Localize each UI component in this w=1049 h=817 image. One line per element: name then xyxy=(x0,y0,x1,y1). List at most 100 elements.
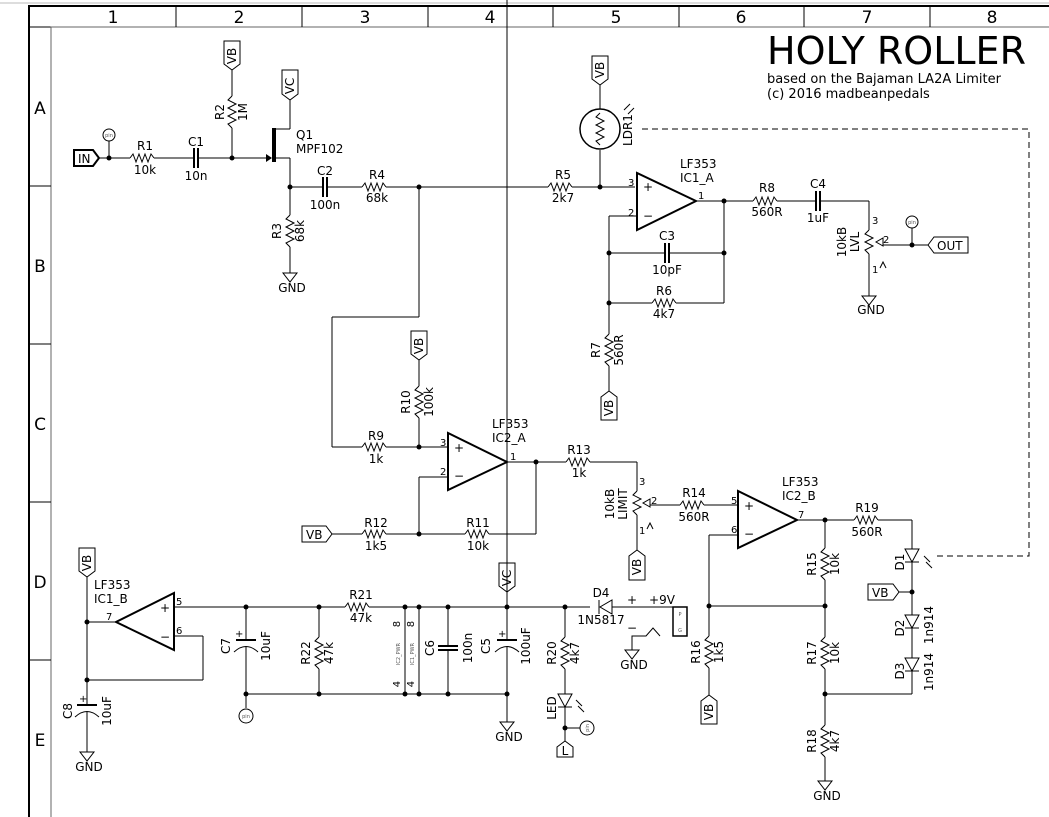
svg-text:LED: LED xyxy=(545,696,559,720)
svg-text:R1: R1 xyxy=(137,139,153,153)
svg-text:VB: VB xyxy=(602,400,616,416)
opamp-ic1a: + − 3 2 1 LF353 IC1_A xyxy=(628,157,717,232)
ground-symbol: GND xyxy=(495,721,523,744)
power-connector[interactable]: P G xyxy=(672,606,688,637)
svg-text:R16: R16 xyxy=(689,640,703,664)
svg-text:VC: VC xyxy=(283,78,297,95)
pin-pad: pin xyxy=(102,128,116,142)
ic2-power-pins: 8 4 IC2_PWR xyxy=(392,604,408,697)
svg-text:VC: VC xyxy=(500,570,514,587)
vb-rail-tag: VB xyxy=(301,525,333,543)
potentiometer-lvl[interactable]: 3 2 1 10kB LVL xyxy=(835,216,889,276)
svg-text:2: 2 xyxy=(440,467,446,478)
svg-text:560R: 560R xyxy=(851,525,882,539)
column-label: 4 xyxy=(485,8,496,28)
opamp-ic2a: + − 3 2 1 LF353 IC2_A xyxy=(440,417,529,492)
svg-text:R13: R13 xyxy=(567,443,591,457)
svg-text:D3: D3 xyxy=(893,663,907,680)
svg-text:4k7: 4k7 xyxy=(828,730,842,752)
subtitle-copyright: (c) 2016 madbeanpedals xyxy=(767,87,930,102)
svg-text:C6: C6 xyxy=(423,640,437,656)
diode-d3: D3 1n914 xyxy=(893,653,936,691)
potentiometer-limit[interactable]: 3 2 1 10kB LIMIT xyxy=(603,477,657,537)
svg-text:VB: VB xyxy=(80,555,94,571)
svg-text:5: 5 xyxy=(176,597,182,608)
svg-text:IC1_A: IC1_A xyxy=(680,171,715,185)
svg-text:1: 1 xyxy=(510,452,516,463)
svg-text:LVL: LVL xyxy=(848,232,862,253)
svg-text:1n914: 1n914 xyxy=(922,606,936,644)
svg-text:LF353: LF353 xyxy=(680,157,717,171)
svg-text:+: + xyxy=(454,441,464,455)
svg-text:−: − xyxy=(643,209,653,223)
row-label: B xyxy=(34,257,46,277)
svg-text:VB: VB xyxy=(593,62,607,78)
svg-text:47k: 47k xyxy=(350,611,372,625)
svg-text:R17: R17 xyxy=(805,641,819,665)
opamp-ic1b: + − 5 6 7 LF353 IC1_B xyxy=(94,578,182,652)
svg-text:R8: R8 xyxy=(759,181,775,195)
resistor-r22: R22 47k xyxy=(299,636,336,670)
svg-text:4: 4 xyxy=(392,681,403,687)
svg-text:R7: R7 xyxy=(589,342,603,358)
svg-text:pin: pin xyxy=(585,724,591,732)
vb-rail-tag: VB xyxy=(628,549,646,581)
capacitor-c7: + C7 10uF xyxy=(219,629,273,661)
svg-text:1: 1 xyxy=(639,526,645,537)
vb-rail-tag: VB xyxy=(410,330,428,361)
resistor-r14: R14 560R xyxy=(678,486,709,524)
svg-text:10kB: 10kB xyxy=(835,227,849,257)
svg-text:D4: D4 xyxy=(593,586,610,600)
column-label: 3 xyxy=(360,8,371,28)
vc-rail-tag: VC xyxy=(281,69,299,101)
resistor-r1: R1 10k xyxy=(129,139,156,177)
svg-text:10n: 10n xyxy=(185,169,208,183)
inner-frame xyxy=(50,26,1049,817)
svg-text:R5: R5 xyxy=(555,168,571,182)
resistor-r8: R8 560R xyxy=(751,181,782,219)
svg-text:R12: R12 xyxy=(364,516,388,530)
resistor-r7: R7 560R xyxy=(589,333,626,367)
svg-text:D1: D1 xyxy=(893,554,907,571)
vb-rail-tag: VB xyxy=(78,547,96,578)
svg-text:10uF: 10uF xyxy=(100,696,114,726)
svg-text:1k5: 1k5 xyxy=(365,539,387,553)
svg-text:G: G xyxy=(678,628,682,634)
svg-text:OUT: OUT xyxy=(937,239,963,253)
svg-text:IC2_PWR: IC2_PWR xyxy=(396,642,402,665)
svg-text:4k7: 4k7 xyxy=(568,642,582,664)
pin-pad: pin xyxy=(905,215,919,229)
svg-text:IC1_PWR: IC1_PWR xyxy=(410,642,416,665)
led-d1: D1 xyxy=(893,548,933,571)
column-label: 7 xyxy=(862,8,873,28)
svg-text:100k: 100k xyxy=(422,387,436,417)
svg-text:LF353: LF353 xyxy=(782,475,819,489)
svg-text:10pF: 10pF xyxy=(652,263,682,277)
opamp-ic2b: + − 5 6 7 LF353 IC2_B xyxy=(731,475,819,550)
svg-text:IC1_B: IC1_B xyxy=(94,592,128,606)
svg-text:+: + xyxy=(643,180,653,194)
svg-text:R19: R19 xyxy=(855,501,879,515)
svg-text:560R: 560R xyxy=(751,205,782,219)
resistor-r10: R10 100k xyxy=(399,385,436,419)
vb-rail-tag: VB xyxy=(700,694,718,725)
column-label: 1 xyxy=(108,8,119,28)
svg-text:VB: VB xyxy=(702,704,716,720)
svg-text:68k: 68k xyxy=(366,191,388,205)
dc-jack-symbol xyxy=(631,627,661,650)
column-label: 8 xyxy=(987,8,998,28)
svg-text:4: 4 xyxy=(406,681,417,687)
svg-text:R20: R20 xyxy=(545,641,559,665)
svg-text:MPF102: MPF102 xyxy=(296,142,343,156)
svg-text:1: 1 xyxy=(872,265,878,276)
svg-text:−: − xyxy=(160,630,170,644)
resistor-r4: R4 68k xyxy=(361,168,388,205)
dc-jack-ground: − xyxy=(627,621,637,635)
svg-text:47k: 47k xyxy=(322,642,336,664)
l-port-tag: L xyxy=(556,740,574,758)
svg-text:+: + xyxy=(498,629,506,640)
svg-text:+: + xyxy=(79,694,87,705)
svg-text:GND: GND xyxy=(620,658,648,672)
svg-text:1M: 1M xyxy=(236,103,250,121)
svg-text:C1: C1 xyxy=(188,135,204,149)
